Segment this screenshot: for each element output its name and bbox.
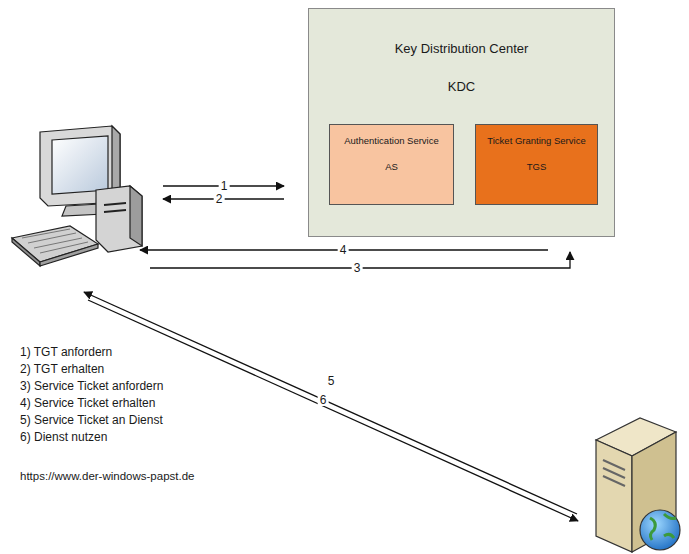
step-description: 6) Dienst nutzen bbox=[20, 430, 107, 444]
node-abbreviation: KDC bbox=[309, 79, 614, 95]
node-abbreviation: AS bbox=[385, 161, 398, 173]
step-description: 3) Service Ticket anfordern bbox=[20, 379, 163, 393]
step-description: 5) Service Ticket an Dienst bbox=[20, 413, 163, 427]
node-title: Key Distribution Center bbox=[309, 41, 614, 57]
node-title: Ticket Granting Service bbox=[487, 135, 585, 147]
step-number: 3 bbox=[352, 262, 363, 274]
step-number: 2 bbox=[214, 193, 225, 205]
step-number: 1 bbox=[219, 180, 230, 192]
step-number: 4 bbox=[338, 244, 349, 256]
step-number: 5 bbox=[326, 375, 337, 387]
step-description: 4) Service Ticket erhalten bbox=[20, 396, 155, 410]
source-url: https://www.der-windows-papst.de bbox=[20, 470, 195, 482]
service-box: Ticket Granting ServiceTGS bbox=[475, 124, 598, 205]
step-description: 1) TGT anfordern bbox=[20, 345, 112, 359]
node-abbreviation: TGS bbox=[527, 161, 547, 173]
client-computer bbox=[12, 126, 142, 266]
service-box: Authentication ServiceAS bbox=[329, 124, 454, 205]
step-number: 6 bbox=[318, 394, 329, 406]
server-computer bbox=[596, 418, 680, 552]
node-title: Authentication Service bbox=[344, 135, 439, 147]
kdc-box: Key Distribution CenterKDC Authentication… bbox=[308, 8, 615, 237]
step-description: 2) TGT erhalten bbox=[20, 362, 104, 376]
